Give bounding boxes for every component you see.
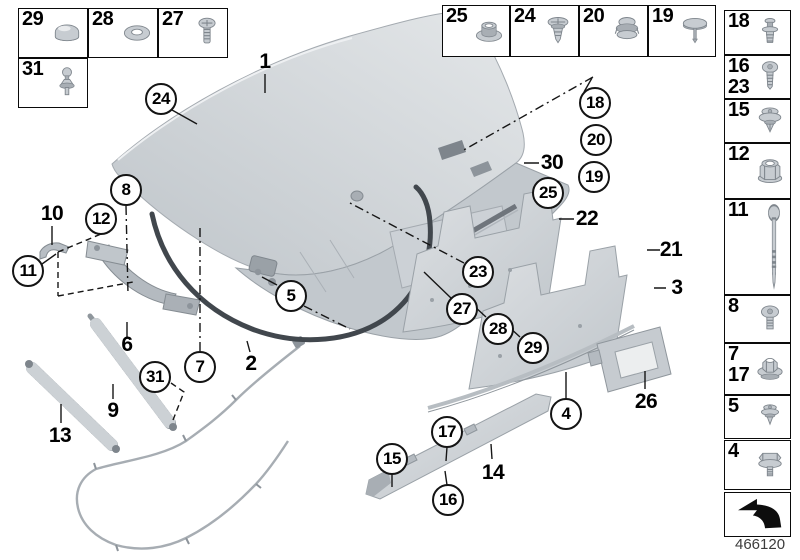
part-box-25-label: 25 (446, 5, 468, 27)
callout-31-circled: 31 (139, 361, 171, 393)
callout-20-circled: 20 (580, 124, 612, 156)
part-box-18: 18 (724, 10, 791, 55)
part-box-20: 20 (579, 5, 648, 57)
filler-panel-26 (587, 326, 672, 393)
gas-spring-13 (25, 360, 120, 453)
ball-stud-icon (49, 65, 85, 101)
callout-5-circled: 5 (275, 280, 307, 312)
part-box-29: 29 (18, 8, 88, 58)
callout-3: 3 (671, 276, 683, 299)
nut-washer-icon (752, 351, 788, 387)
part-box-20-label: 20 (583, 5, 605, 27)
callout-2: 2 (245, 352, 257, 375)
part-box-27: 27 (158, 8, 228, 58)
wiring-harness (75, 336, 305, 552)
callout-8-circled: 8 (110, 174, 142, 206)
catch-bracket (39, 242, 70, 260)
callout-24-circled: 24 (145, 83, 177, 115)
plug-clip-icon (609, 13, 645, 49)
screw-pan-icon (189, 15, 225, 51)
cap-icon (49, 15, 85, 51)
callout-21: 21 (659, 238, 683, 261)
part-box-4-label: 4 (728, 440, 739, 462)
callout-22: 22 (575, 207, 599, 230)
callout-30: 30 (540, 151, 564, 174)
callout-18-circled: 18 (579, 87, 611, 119)
callout-27-circled: 27 (446, 293, 478, 325)
part-box-4: 4 (724, 440, 791, 490)
cover-cap-icon (677, 13, 713, 49)
callout-17-circled: 17 (431, 416, 463, 448)
screw-short-icon (752, 301, 788, 337)
part-box-29-label: 29 (22, 8, 44, 30)
callout-4-circled: 4 (550, 398, 582, 430)
part-box-11: 11 (724, 199, 791, 295)
callout-25-circled: 25 (532, 177, 564, 209)
callout-26: 26 (634, 390, 658, 413)
part-box-11-label: 11 (728, 199, 749, 221)
part-box-31: 31 (18, 58, 88, 108)
part-box-8-label: 8 (728, 295, 739, 317)
callout-13: 13 (48, 424, 72, 447)
part-box-15: 15 (724, 99, 791, 143)
rivet-washer-icon (752, 103, 788, 139)
callout-9: 9 (107, 399, 119, 422)
washer-icon (119, 15, 155, 51)
part-box-15-label: 15 (728, 99, 750, 121)
callout-11-circled: 11 (12, 255, 44, 287)
callout-16-circled: 16 (432, 484, 464, 516)
callout-10: 10 (40, 202, 64, 225)
part-box-24-label: 24 (514, 5, 536, 27)
part-box-25: 25 (442, 5, 510, 57)
part-box-continuation (724, 492, 791, 537)
callout-12-circled: 12 (85, 203, 117, 235)
callout-6: 6 (121, 333, 133, 356)
gas-spring-9 (87, 313, 177, 431)
part-box-5-label: 5 (728, 395, 739, 417)
leader-lines (41, 74, 666, 487)
expander-rivet-icon (540, 13, 576, 49)
callout-7-circled: 7 (184, 351, 216, 383)
rivet-small-icon (752, 399, 788, 435)
page-arrow-icon (734, 496, 788, 534)
part-box-28: 28 (88, 8, 158, 58)
screw-round-icon (752, 59, 788, 95)
part-box-12: 12 (724, 143, 791, 199)
part-box-5: 5 (724, 395, 791, 439)
part-box-24: 24 (510, 5, 579, 57)
callout-1: 1 (259, 50, 271, 73)
plastic-rivet-icon (752, 15, 788, 51)
diagram-number: 466120 (735, 536, 786, 553)
part-box-28-label: 28 (92, 8, 114, 30)
part-box-12-label: 12 (728, 143, 750, 165)
callout-23-circled: 23 (462, 256, 494, 288)
hex-bolt-icon (752, 447, 788, 483)
trunk-seal (149, 184, 433, 343)
callout-19-circled: 19 (578, 161, 610, 193)
bolt-long-icon (760, 203, 788, 291)
grommet-icon (471, 13, 507, 49)
part-box-19-label: 19 (652, 5, 674, 27)
flange-nut-icon (752, 153, 788, 189)
part-box-31-label: 31 (22, 58, 44, 80)
sill-strip-14 (365, 393, 552, 500)
trunk-lid-outer-panel (111, 11, 525, 276)
part-box-18-label: 18 (728, 10, 750, 32)
trunk-hinge (85, 240, 201, 316)
callout-29-circled: 29 (517, 332, 549, 364)
part-box-27-label: 27 (162, 8, 184, 30)
callout-14: 14 (481, 461, 505, 484)
part-box-19: 19 (648, 5, 716, 57)
part-box-8: 8 (724, 295, 791, 343)
callout-28-circled: 28 (482, 313, 514, 345)
callout-15-circled: 15 (376, 443, 408, 475)
